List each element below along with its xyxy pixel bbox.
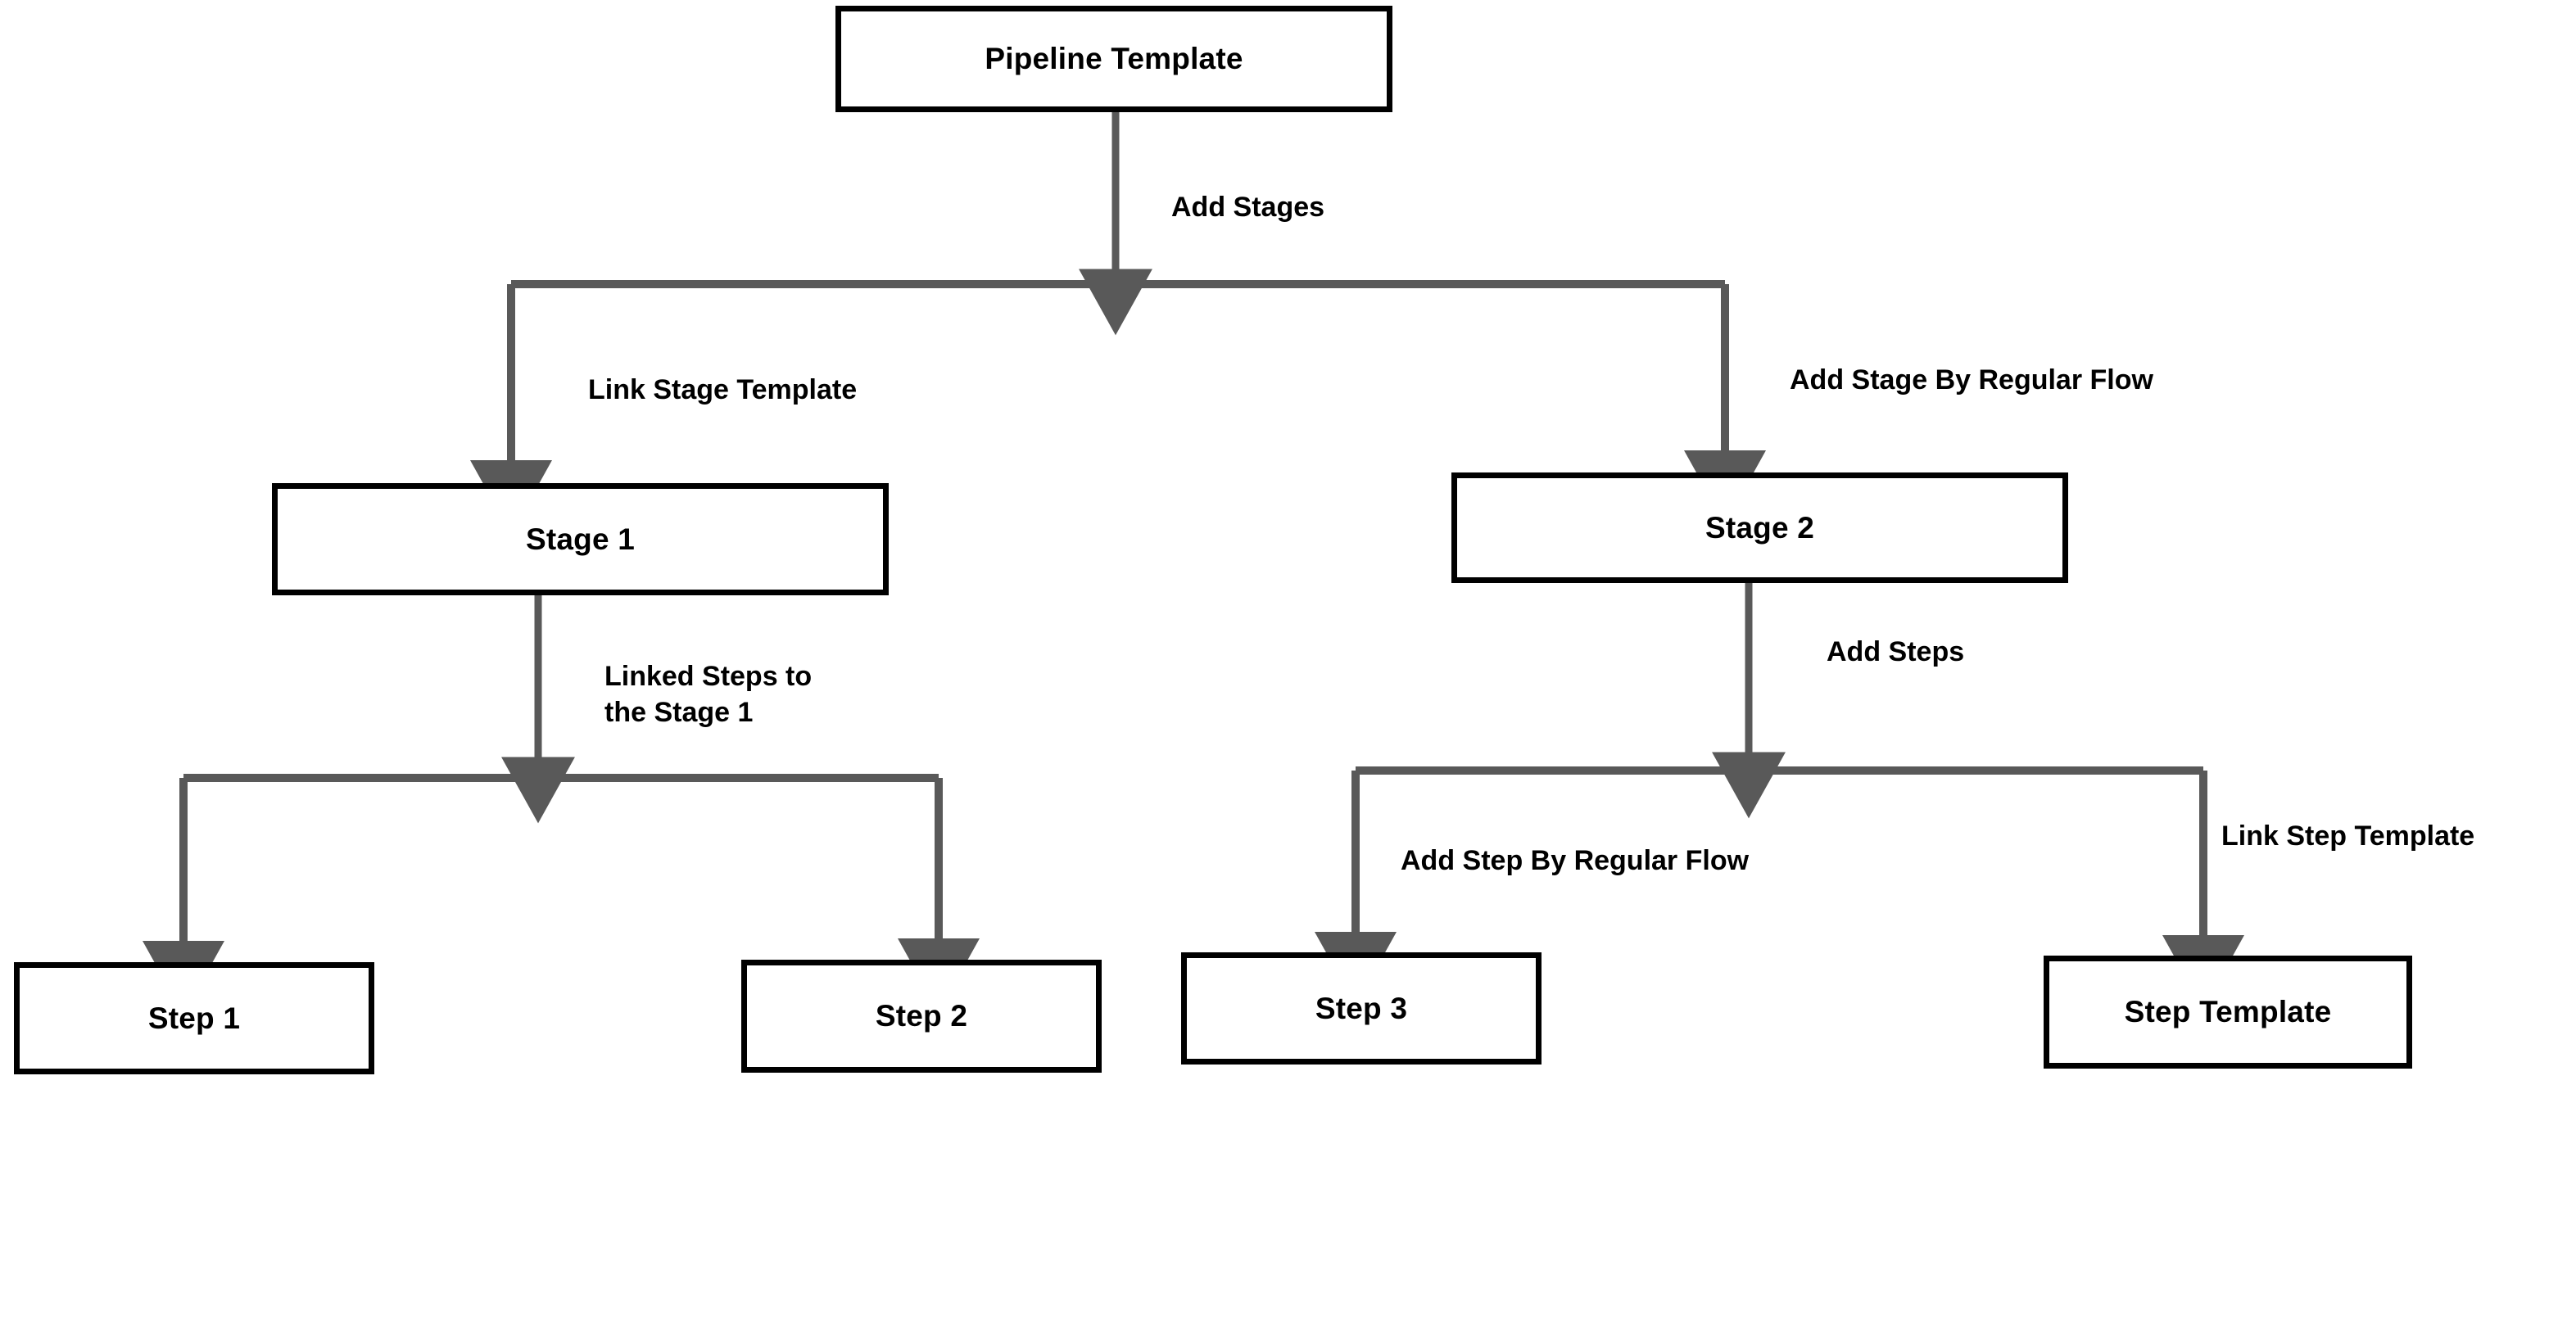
node-stage-1[interactable]: Stage 1 xyxy=(272,483,889,595)
node-step-2[interactable]: Step 2 xyxy=(741,960,1102,1073)
node-step-3[interactable]: Step 3 xyxy=(1181,952,1542,1065)
node-label-step-2: Step 2 xyxy=(875,999,968,1033)
node-label-pipeline-template: Pipeline Template xyxy=(985,42,1243,75)
edge-label-add-stages: Add Stages xyxy=(1171,192,1325,223)
node-pipeline-template[interactable]: Pipeline Template xyxy=(835,6,1392,112)
edge-label-add-step-by-regular-flow: Add Step By Regular Flow xyxy=(1401,845,1750,876)
node-label-stage-2: Stage 2 xyxy=(1705,510,1814,545)
connector-stage-bus xyxy=(470,280,1766,534)
edge-label-linked-steps-to-the-stage-1: Linked Steps to the Stage 1 xyxy=(604,661,813,728)
node-step-template[interactable]: Step Template xyxy=(2044,956,2412,1069)
node-label-step-3: Step 3 xyxy=(1315,991,1408,1025)
node-stage-2[interactable]: Stage 2 xyxy=(1451,472,2068,583)
node-label-step-template: Step Template xyxy=(2124,995,2332,1028)
edge-label-link-step-template: Link Step Template xyxy=(2221,820,2475,852)
edge-label-add-stage-by-regular-flow: Add Stage By Regular Flow xyxy=(1790,364,2153,396)
node-step-1[interactable]: Step 1 xyxy=(14,962,374,1074)
node-label-stage-1: Stage 1 xyxy=(525,522,635,556)
edge-label-link-stage-template: Link Stage Template xyxy=(588,374,858,405)
node-label-step-1: Step 1 xyxy=(147,1001,241,1035)
connector-step-bus-right xyxy=(1315,766,2244,1009)
connector-step-bus-left xyxy=(143,774,980,1015)
edge-label-add-steps: Add Steps xyxy=(1827,636,1965,667)
